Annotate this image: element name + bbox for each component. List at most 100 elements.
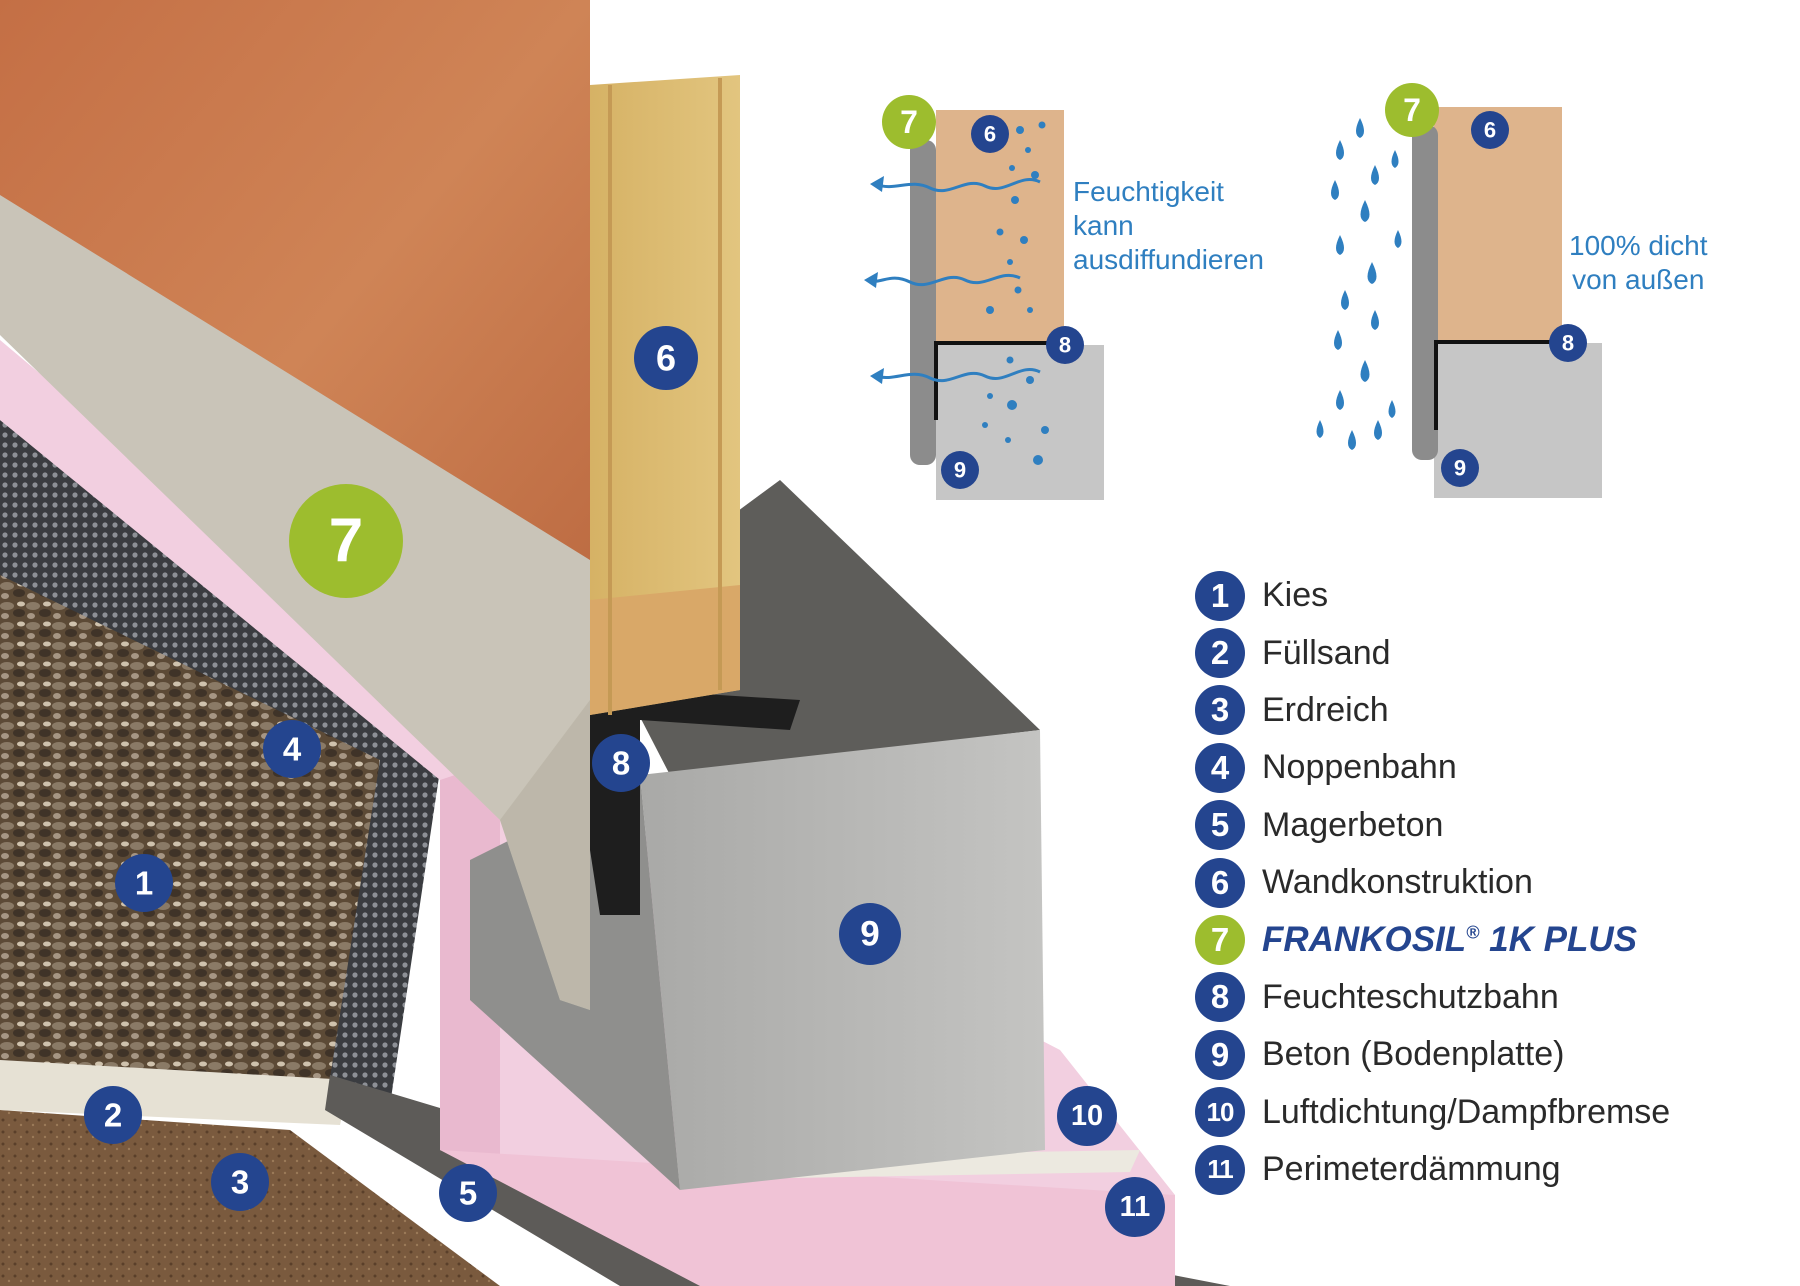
moisture-droplets <box>982 121 1049 465</box>
diffusion-caption-line: Feuchtigkeit <box>1073 176 1224 207</box>
marker-1: 1 <box>115 854 173 912</box>
svg-text:5: 5 <box>459 1175 477 1212</box>
svg-text:8: 8 <box>612 745 630 782</box>
legend-number-badge: 1 <box>1195 570 1245 621</box>
marker-6: 6 <box>634 326 698 390</box>
svg-text:3: 3 <box>231 1164 249 1201</box>
svg-text:9: 9 <box>1454 456 1466 481</box>
marker-3: 3 <box>211 1153 269 1211</box>
svg-text:1: 1 <box>135 865 153 902</box>
trademark-symbol: ® <box>1466 922 1480 943</box>
svg-text:9: 9 <box>954 458 966 483</box>
legend-label: Feuchteschutzbahn <box>1262 977 1559 1016</box>
marker-8: 8 <box>592 734 650 792</box>
legend-label: Perimeterdämmung <box>1262 1150 1561 1189</box>
inset-left-marker-6: 6 <box>971 115 1009 153</box>
inset-right-marker-8: 8 <box>1549 324 1587 362</box>
concrete-slab-front <box>640 730 1045 1190</box>
svg-text:8: 8 <box>1562 331 1574 356</box>
dimpled-membrane <box>0 420 440 1105</box>
diffusion-caption: Feuchtigkeit kann ausdiffundieren <box>1073 175 1264 277</box>
svg-text:2: 2 <box>104 1097 122 1134</box>
inset-right-membrane <box>1434 340 1560 430</box>
inset-diffusion: 7 6 8 9 <box>864 95 1104 500</box>
gravel-layer <box>0 570 380 1080</box>
inset-right-marker-9: 9 <box>1441 449 1479 487</box>
legend: 1 Kies 2 Füllsand 3 Erdreich 4 Noppenbah… <box>1195 567 1785 1198</box>
diffusion-arrows <box>869 178 1041 383</box>
svg-text:10: 10 <box>1071 1100 1103 1132</box>
legend-item: 2 Füllsand <box>1195 624 1785 681</box>
svg-text:9: 9 <box>860 915 879 954</box>
legend-number-badge: 7 <box>1195 915 1245 966</box>
svg-text:6: 6 <box>1484 118 1496 143</box>
brand-name: FRANKOSIL <box>1262 920 1467 960</box>
wall-timber-base <box>590 585 740 715</box>
frankosil-coating <box>0 195 590 1010</box>
lean-concrete <box>325 1075 1230 1286</box>
svg-text:4: 4 <box>283 731 302 768</box>
inset-left-membrane <box>934 341 1064 420</box>
sealed-caption: 100% dicht von außen <box>1569 229 1708 297</box>
legend-item: 4 Noppenbahn <box>1195 739 1785 796</box>
marker-4: 4 <box>263 720 321 778</box>
legend-item: 3 Erdreich <box>1195 682 1785 739</box>
legend-item: 8 Feuchteschutzbahn <box>1195 969 1785 1026</box>
svg-text:11: 11 <box>1120 1191 1151 1223</box>
inset-left-coating <box>910 140 936 465</box>
svg-text:7: 7 <box>900 104 918 140</box>
sealed-caption-line: 100% dicht <box>1569 230 1708 261</box>
legend-number-badge: 10 <box>1195 1087 1245 1138</box>
inset-left-marker-8: 8 <box>1046 326 1084 364</box>
svg-text:7: 7 <box>329 507 363 576</box>
marker-11: 11 <box>1105 1177 1165 1237</box>
marker-2: 2 <box>84 1086 142 1144</box>
inset-left-marker-9: 9 <box>941 451 979 489</box>
legend-item: 11 Perimeterdämmung <box>1195 1141 1785 1198</box>
legend-number-badge: 6 <box>1195 857 1245 908</box>
legend-label: Wandkonstruktion <box>1262 863 1533 902</box>
legend-label: Noppenbahn <box>1262 748 1457 787</box>
legend-label: Erdreich <box>1262 690 1389 729</box>
legend-item-frankosil: 7 FRANKOSIL® 1K PLUS <box>1195 911 1785 968</box>
inset-right-coating <box>1412 125 1438 460</box>
marker-10: 10 <box>1057 1086 1117 1146</box>
legend-number-badge: 3 <box>1195 685 1245 736</box>
legend-number-badge: 11 <box>1195 1144 1245 1195</box>
svg-text:6: 6 <box>984 122 996 147</box>
legend-label: Luftdichtung/Dampfbremse <box>1262 1092 1671 1131</box>
inset-right-marker-6: 6 <box>1471 111 1509 149</box>
svg-text:6: 6 <box>656 338 676 379</box>
rain-drops <box>1316 118 1402 450</box>
diffusion-caption-line: kann <box>1073 210 1134 241</box>
wall-insulation-edge <box>590 75 740 715</box>
legend-item: 10 Luftdichtung/Dampfbremse <box>1195 1084 1785 1141</box>
legend-number-badge: 8 <box>1195 972 1245 1023</box>
legend-item: 9 Beton (Bodenplatte) <box>1195 1026 1785 1083</box>
legend-item: 5 Magerbeton <box>1195 797 1785 854</box>
legend-label: Beton (Bodenplatte) <box>1262 1035 1565 1074</box>
inset-left-marker-7: 7 <box>882 95 936 149</box>
sealed-caption-line: von außen <box>1572 264 1705 295</box>
main-markers: 1 2 3 4 5 6 7 8 9 10 11 <box>84 326 1165 1237</box>
legend-label: Kies <box>1262 576 1329 615</box>
legend-label-brand: FRANKOSIL® 1K PLUS <box>1262 920 1637 960</box>
marker-7: 7 <box>289 484 403 598</box>
inset-right-marker-7: 7 <box>1385 83 1439 137</box>
legend-label: Magerbeton <box>1262 805 1444 844</box>
diffusion-arrowheads <box>864 176 884 384</box>
legend-label: Füllsand <box>1262 633 1391 672</box>
marker-9: 9 <box>839 903 901 965</box>
marker-5: 5 <box>439 1164 497 1222</box>
legend-item: 6 Wandkonstruktion <box>1195 854 1785 911</box>
legend-number-badge: 4 <box>1195 742 1245 793</box>
frankosil-coating-shade <box>500 700 590 1010</box>
inset-sealed: 7 6 8 9 <box>1316 83 1602 498</box>
legend-item: 1 Kies <box>1195 567 1785 624</box>
legend-number-badge: 2 <box>1195 628 1245 679</box>
legend-number-badge: 9 <box>1195 1029 1245 1080</box>
brand-suffix: 1K PLUS <box>1479 920 1637 960</box>
svg-text:8: 8 <box>1059 333 1071 358</box>
